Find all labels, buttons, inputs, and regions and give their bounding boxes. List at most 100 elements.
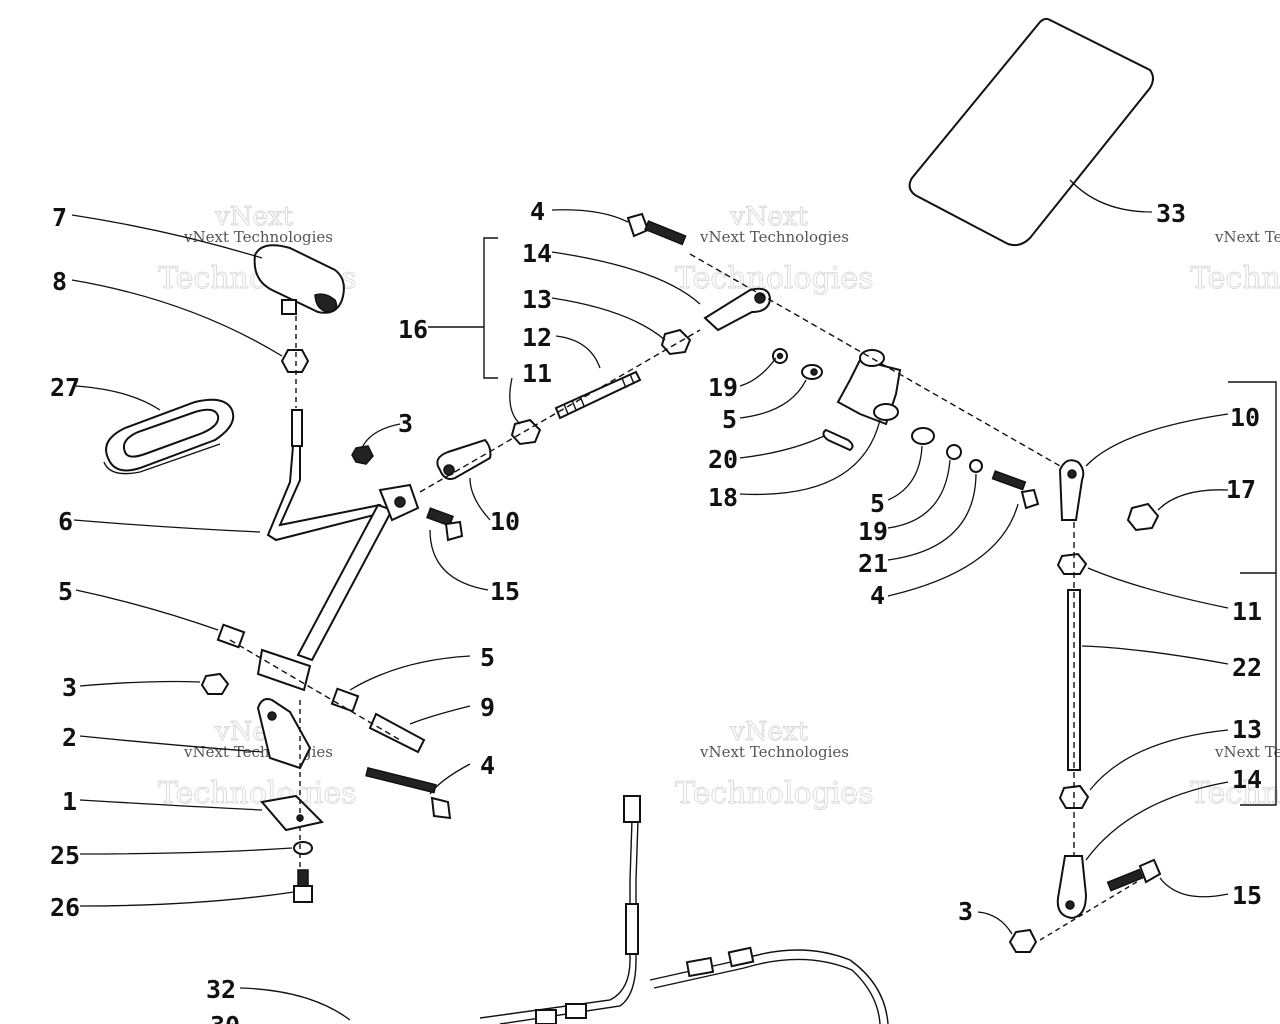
watermark-bottom-center: vNext vNext Technologies Technologies — [675, 717, 874, 812]
svg-text:Technologies: Technologies — [158, 776, 357, 811]
part-14-rod-end-right — [1056, 855, 1088, 920]
svg-text:vNext Technologies: vNext Technologies — [699, 228, 849, 246]
label-30: 30 — [210, 1011, 240, 1024]
watermark-top-right: vNext Technologies Technologies — [1190, 228, 1280, 296]
label-6: 6 — [58, 507, 73, 536]
part-lever-block — [378, 483, 420, 522]
label-5-left: 5 — [58, 577, 73, 606]
part-number-labels: 7 8 27 6 5 3 2 1 25 26 32 30 3 10 15 5 9… — [50, 197, 1262, 1024]
svg-text:Technologies: Technologies — [675, 261, 874, 296]
label-13-right: 13 — [1232, 715, 1262, 744]
part-5-bushing-top — [801, 364, 823, 380]
leader-lines — [71, 179, 1229, 1021]
label-11-right: 11 — [1232, 597, 1262, 626]
assembly-axes — [229, 253, 1141, 941]
part-13-nut-top — [660, 328, 692, 356]
group-bracket-right — [1228, 381, 1277, 806]
part-6-lever — [266, 409, 394, 662]
label-4-top: 4 — [530, 197, 545, 226]
svg-text:vNext: vNext — [729, 717, 808, 747]
label-5-mid: 5 — [480, 643, 495, 672]
label-11-left: 11 — [522, 359, 552, 388]
label-19-right: 19 — [858, 517, 888, 546]
label-5-right: 5 — [870, 489, 885, 518]
part-19-washer-right — [946, 444, 962, 460]
label-3-left: 3 — [62, 673, 77, 702]
part-5-bushing-right — [911, 427, 935, 445]
part-12-rod — [554, 370, 642, 420]
part-10-rod-end-left — [436, 438, 492, 480]
watermark-top-center: vNext vNext Technologies Technologies — [675, 202, 874, 297]
svg-text:vNext: vNext — [729, 202, 808, 232]
part-4-bolt-top — [626, 212, 687, 246]
label-16: 16 — [398, 315, 428, 344]
part-33-pad — [908, 17, 1154, 247]
svg-text:vNext: vNext — [214, 202, 293, 232]
part-26-bolt — [293, 869, 313, 903]
label-10-left: 10 — [490, 507, 520, 536]
part-22-rod — [1067, 589, 1081, 771]
watermark-bottom-right: vNext Technologies Technologies — [1190, 743, 1280, 811]
part-pivot-tube — [256, 648, 312, 692]
part-20-spacer — [822, 428, 854, 452]
part-17-nut — [1126, 502, 1160, 532]
svg-text:Technologies: Technologies — [1190, 261, 1280, 296]
label-26: 26 — [50, 893, 80, 922]
part-11-nut-right — [1056, 552, 1088, 575]
svg-text:vNext Technologies: vNext Technologies — [1214, 743, 1280, 761]
label-17: 17 — [1226, 475, 1256, 504]
label-5-top: 5 — [722, 405, 737, 434]
part-9-pin — [368, 712, 426, 754]
label-14-top: 14 — [522, 239, 552, 268]
label-22: 22 — [1232, 653, 1262, 682]
part-27-boot — [103, 398, 235, 475]
label-8: 8 — [52, 267, 67, 296]
part-10-rod-end-right — [1058, 459, 1085, 521]
part-7-knob — [253, 244, 345, 315]
part-2-mount-bracket — [256, 698, 312, 770]
label-3-right: 3 — [958, 897, 973, 926]
svg-text:vNext Technologies: vNext Technologies — [699, 743, 849, 761]
svg-text:vNext Technologies: vNext Technologies — [183, 228, 333, 246]
label-2: 2 — [62, 723, 77, 752]
part-21-washer — [969, 459, 983, 473]
part-19-washer-top — [772, 348, 788, 364]
label-4-right: 4 — [870, 581, 885, 610]
label-18: 18 — [708, 483, 738, 512]
label-20: 20 — [708, 445, 738, 474]
label-9: 9 — [480, 693, 495, 722]
label-15-right: 15 — [1232, 881, 1262, 910]
label-3-mid: 3 — [398, 409, 413, 438]
part-wiring-harness — [479, 795, 889, 1024]
watermark-bottom-left: vNext vNext Technologies Technologies — [158, 717, 357, 812]
label-13-top: 13 — [522, 285, 552, 314]
svg-text:vNext Technologies: vNext Technologies — [1214, 228, 1280, 246]
group-bracket-16 — [428, 237, 498, 379]
part-3-nut-mid — [351, 445, 374, 465]
label-14-right: 14 — [1232, 765, 1262, 794]
label-25: 25 — [50, 841, 80, 870]
label-27: 27 — [50, 373, 80, 402]
part-3-nut-right — [1008, 928, 1038, 953]
label-7: 7 — [52, 203, 67, 232]
label-1: 1 — [62, 787, 77, 816]
label-10-right: 10 — [1230, 403, 1260, 432]
part-15-bolt-left — [426, 507, 464, 542]
part-15-bolt-right — [1106, 858, 1162, 892]
label-15-left: 15 — [490, 577, 520, 606]
watermark-top-left: vNext vNext Technologies Technologies — [158, 202, 357, 297]
part-11-nut-left — [510, 418, 542, 446]
label-19-top: 19 — [708, 373, 738, 402]
part-3-nut-left — [200, 672, 230, 695]
part-4-bolt-lower — [365, 766, 452, 820]
label-4-lower: 4 — [480, 751, 495, 780]
label-33: 33 — [1156, 199, 1186, 228]
part-4-bolt-right — [991, 470, 1040, 510]
label-21: 21 — [858, 549, 888, 578]
svg-text:Technologies: Technologies — [675, 776, 874, 811]
label-32: 32 — [206, 975, 236, 1004]
part-5-bushing-left — [216, 623, 246, 649]
part-5-bushing-lower — [330, 687, 360, 713]
part-25-lockwasher — [293, 841, 313, 855]
